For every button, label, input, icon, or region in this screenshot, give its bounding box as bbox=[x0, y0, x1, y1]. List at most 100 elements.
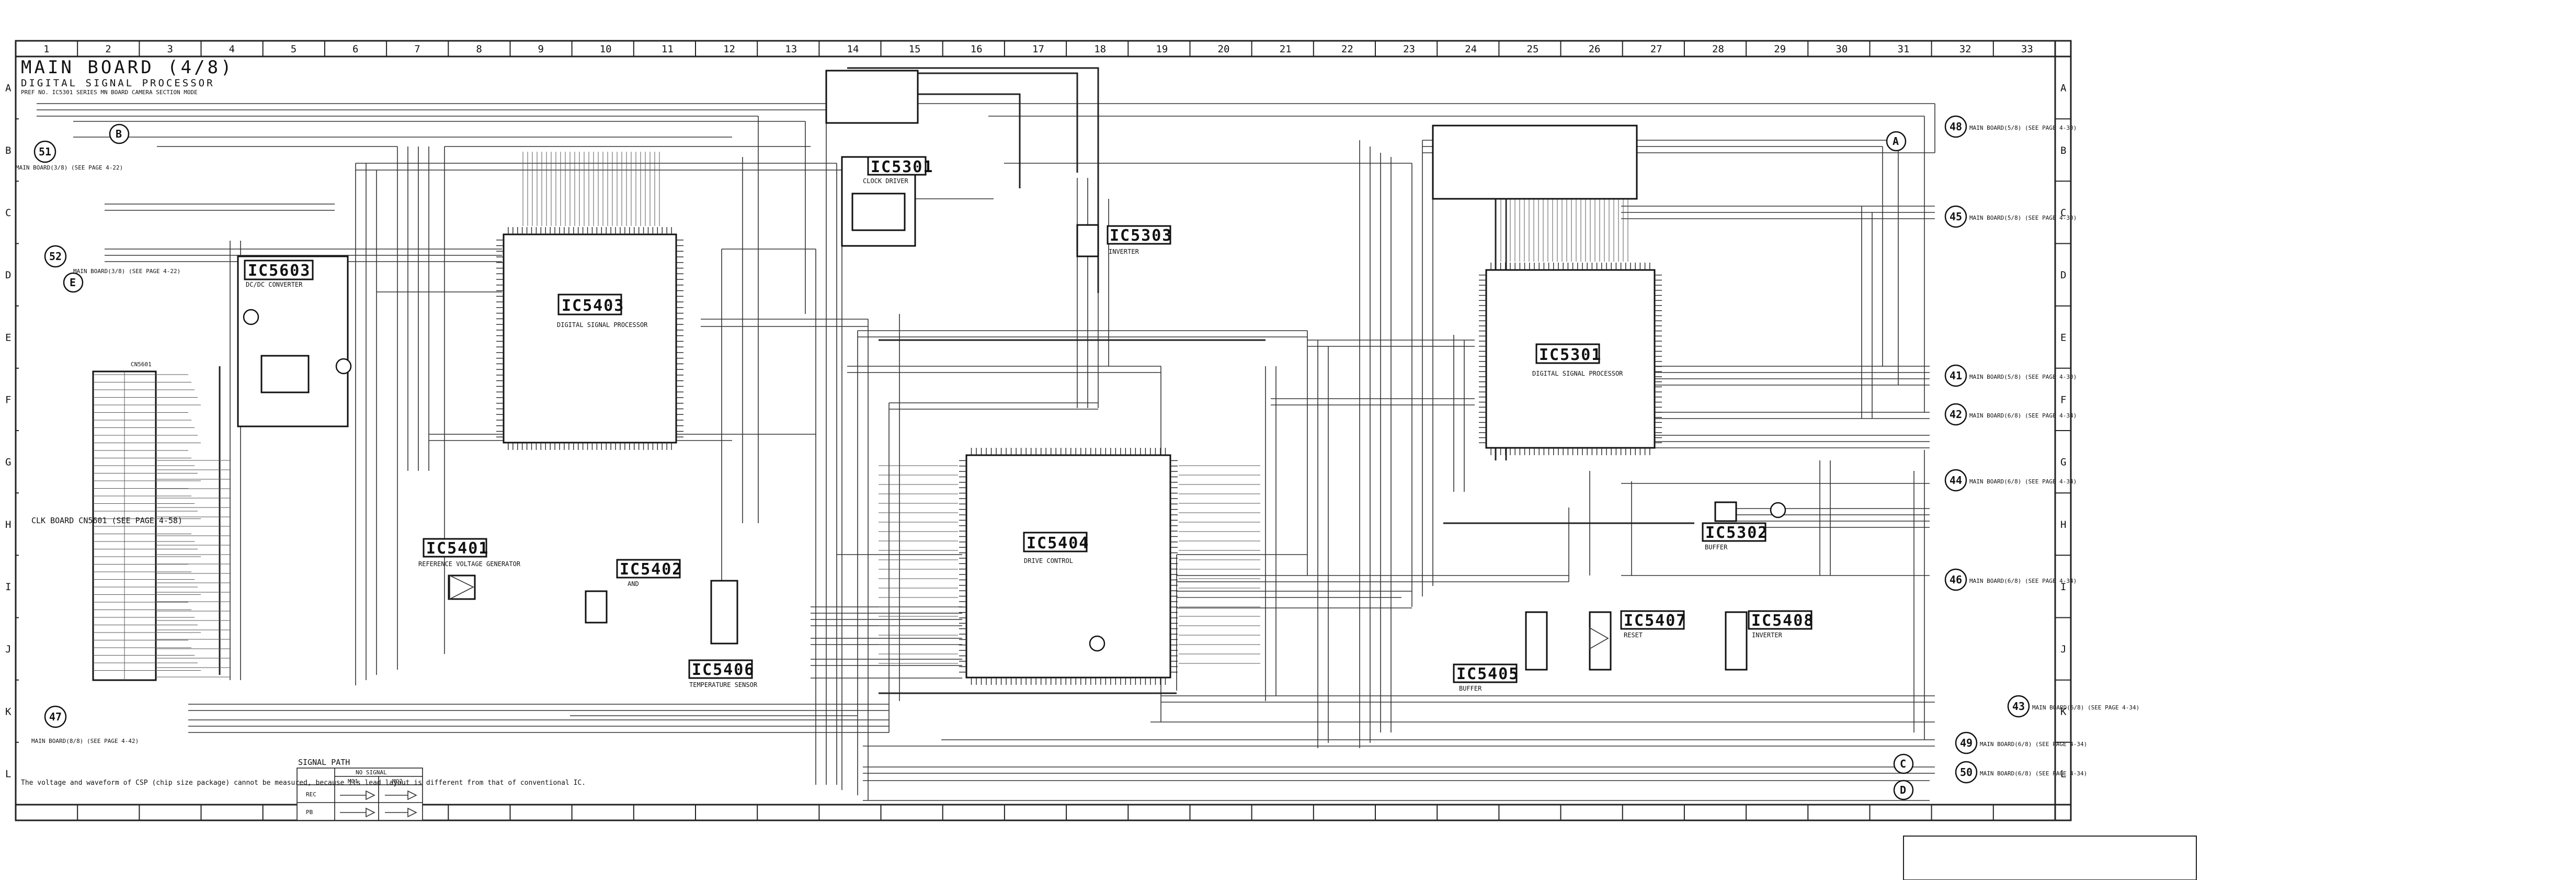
column-label: 20 bbox=[1218, 43, 1230, 55]
ic5404-name: IC5404 bbox=[1027, 534, 1089, 552]
ref-41 bbox=[1944, 364, 1967, 387]
ref-42-num: 42 bbox=[1950, 408, 1962, 421]
ref-51-num: 51 bbox=[39, 145, 51, 158]
column-label: 2 bbox=[105, 43, 111, 55]
ref-44 bbox=[1944, 469, 1967, 492]
ref-51 bbox=[33, 140, 56, 163]
row-label: I bbox=[2060, 581, 2066, 593]
ic5408: IC5408 INVERTER bbox=[1725, 610, 1813, 671]
ic5303-name: IC5303 bbox=[1110, 227, 1172, 245]
ref-49 bbox=[1955, 731, 1978, 754]
ref-45 bbox=[1944, 205, 1967, 228]
column-label: 31 bbox=[1898, 43, 1910, 55]
ref-43-text: MAIN BOARD(6/8) (SEE PAGE 4-34) bbox=[2032, 704, 2139, 711]
ic5402-name: IC5402 bbox=[620, 560, 682, 579]
row-label: D bbox=[2060, 269, 2066, 281]
row-label: J bbox=[5, 644, 11, 655]
row-label: I bbox=[5, 581, 11, 593]
ic5301a-name: IC5301 bbox=[871, 158, 933, 176]
connector-a bbox=[1886, 131, 1907, 152]
legend-rec: REC bbox=[306, 791, 316, 798]
connector-e-letter: E bbox=[70, 276, 76, 289]
footnote: The voltage and waveform of CSP (chip si… bbox=[21, 779, 586, 787]
column-label: 6 bbox=[352, 43, 358, 55]
legend-arrow-rec-1 bbox=[340, 790, 375, 800]
row-label: F bbox=[5, 394, 11, 405]
ic5302: IC5302 BUFFER bbox=[1702, 501, 1786, 551]
ic5603-desc: DC/DC CONVERTER bbox=[246, 281, 303, 288]
ref-42 bbox=[1944, 403, 1967, 426]
column-label: 7 bbox=[414, 43, 420, 55]
cn5601-connector: CLK BOARD CN5601 (SEE PAGE 4-58) CN5601 bbox=[31, 361, 201, 681]
corner-block bbox=[1903, 836, 2197, 880]
ic5407-desc: RESET bbox=[1624, 631, 1643, 639]
column-label: 11 bbox=[662, 43, 674, 55]
row-label: E bbox=[5, 332, 11, 343]
legend-pb: PB bbox=[306, 809, 313, 816]
column-label: 18 bbox=[1094, 43, 1106, 55]
column-label: 15 bbox=[909, 43, 921, 55]
row-label: H bbox=[5, 519, 11, 531]
connector-d-letter: D bbox=[1900, 784, 1906, 796]
ic5603-name: IC5603 bbox=[248, 262, 311, 280]
ref-44-text: MAIN BOARD(6/8) (SEE PAGE 4-34) bbox=[1969, 478, 2077, 485]
connector-c bbox=[1893, 753, 1914, 774]
column-label: 25 bbox=[1527, 43, 1539, 55]
column-label: 4 bbox=[229, 43, 235, 55]
sheet-frame bbox=[15, 40, 2072, 821]
legend-arrow-rec-2 bbox=[385, 790, 417, 800]
ic5302-name: IC5302 bbox=[1705, 524, 1768, 542]
ic5403-name: IC5403 bbox=[562, 297, 624, 315]
ref-43 bbox=[2007, 695, 2030, 718]
legend-arrow-pb-1 bbox=[340, 807, 375, 818]
ic5303: IC5303 INVERTER bbox=[1076, 224, 1172, 257]
wiring bbox=[37, 67, 1935, 801]
column-label: 3 bbox=[167, 43, 173, 55]
ref-46-num: 46 bbox=[1950, 573, 1962, 586]
ref-51-text: MAIN BOARD(3/8) (SEE PAGE 4-22) bbox=[16, 164, 123, 171]
legend-title: SIGNAL PATH bbox=[298, 758, 350, 767]
row-label: G bbox=[2060, 457, 2066, 468]
signal-path-legend: SIGNAL PATH NO SIGNAL MO1 MO2 REC PB bbox=[297, 758, 423, 821]
ref-41-num: 41 bbox=[1950, 369, 1962, 382]
ic5302-desc: BUFFER bbox=[1705, 544, 1728, 551]
column-label: 9 bbox=[538, 43, 544, 55]
column-label: 19 bbox=[1156, 43, 1168, 55]
column-label: 26 bbox=[1589, 43, 1601, 55]
row-label: C bbox=[5, 207, 11, 219]
connector-c-letter: C bbox=[1900, 758, 1906, 770]
ic5403-desc: DIGITAL SIGNAL PROCESSOR bbox=[557, 321, 648, 329]
row-label: L bbox=[5, 768, 11, 780]
connector-d bbox=[1893, 780, 1914, 800]
ref-45-num: 45 bbox=[1950, 210, 1962, 223]
ref-52-text: MAIN BOARD(3/8) (SEE PAGE 4-22) bbox=[73, 268, 180, 275]
row-label: B bbox=[2060, 145, 2066, 156]
ref-46 bbox=[1944, 568, 1967, 591]
ref-50 bbox=[1955, 761, 1978, 784]
row-label: E bbox=[2060, 332, 2066, 343]
ref-43-num: 43 bbox=[2012, 700, 2025, 713]
ic5401-name: IC5401 bbox=[426, 539, 489, 558]
ic5407-name: IC5407 bbox=[1624, 612, 1686, 630]
legend-header: NO SIGNAL bbox=[356, 769, 387, 776]
ic5406-desc: TEMPERATURE SENSOR bbox=[689, 681, 758, 689]
ref-41-text: MAIN BOARD(5/8) (SEE PAGE 4-30) bbox=[1969, 374, 2077, 380]
ic5408-desc: INVERTER bbox=[1752, 631, 1783, 639]
row-label: G bbox=[5, 457, 11, 468]
legend-sub-2: MO2 bbox=[392, 778, 403, 785]
ic5405-desc: BUFFER bbox=[1459, 685, 1482, 692]
row-label: K bbox=[5, 706, 12, 717]
ic5405: IC5405 BUFFER bbox=[1453, 611, 1548, 692]
page-subtitle: DIGITAL SIGNAL PROCESSOR bbox=[21, 77, 215, 89]
column-label: 32 bbox=[1959, 43, 1971, 55]
connector-letters: B E A C D bbox=[63, 123, 1914, 800]
page-references: 51 MAIN BOARD(3/8) (SEE PAGE 4-22) 52 MA… bbox=[16, 115, 2139, 784]
row-label: L bbox=[2060, 768, 2066, 780]
ref-52-num: 52 bbox=[49, 250, 62, 263]
row-label: A bbox=[5, 83, 12, 94]
column-label: 16 bbox=[971, 43, 983, 55]
ref-48 bbox=[1944, 115, 1967, 138]
page-title: MAIN BOARD (4/8) bbox=[21, 57, 234, 78]
